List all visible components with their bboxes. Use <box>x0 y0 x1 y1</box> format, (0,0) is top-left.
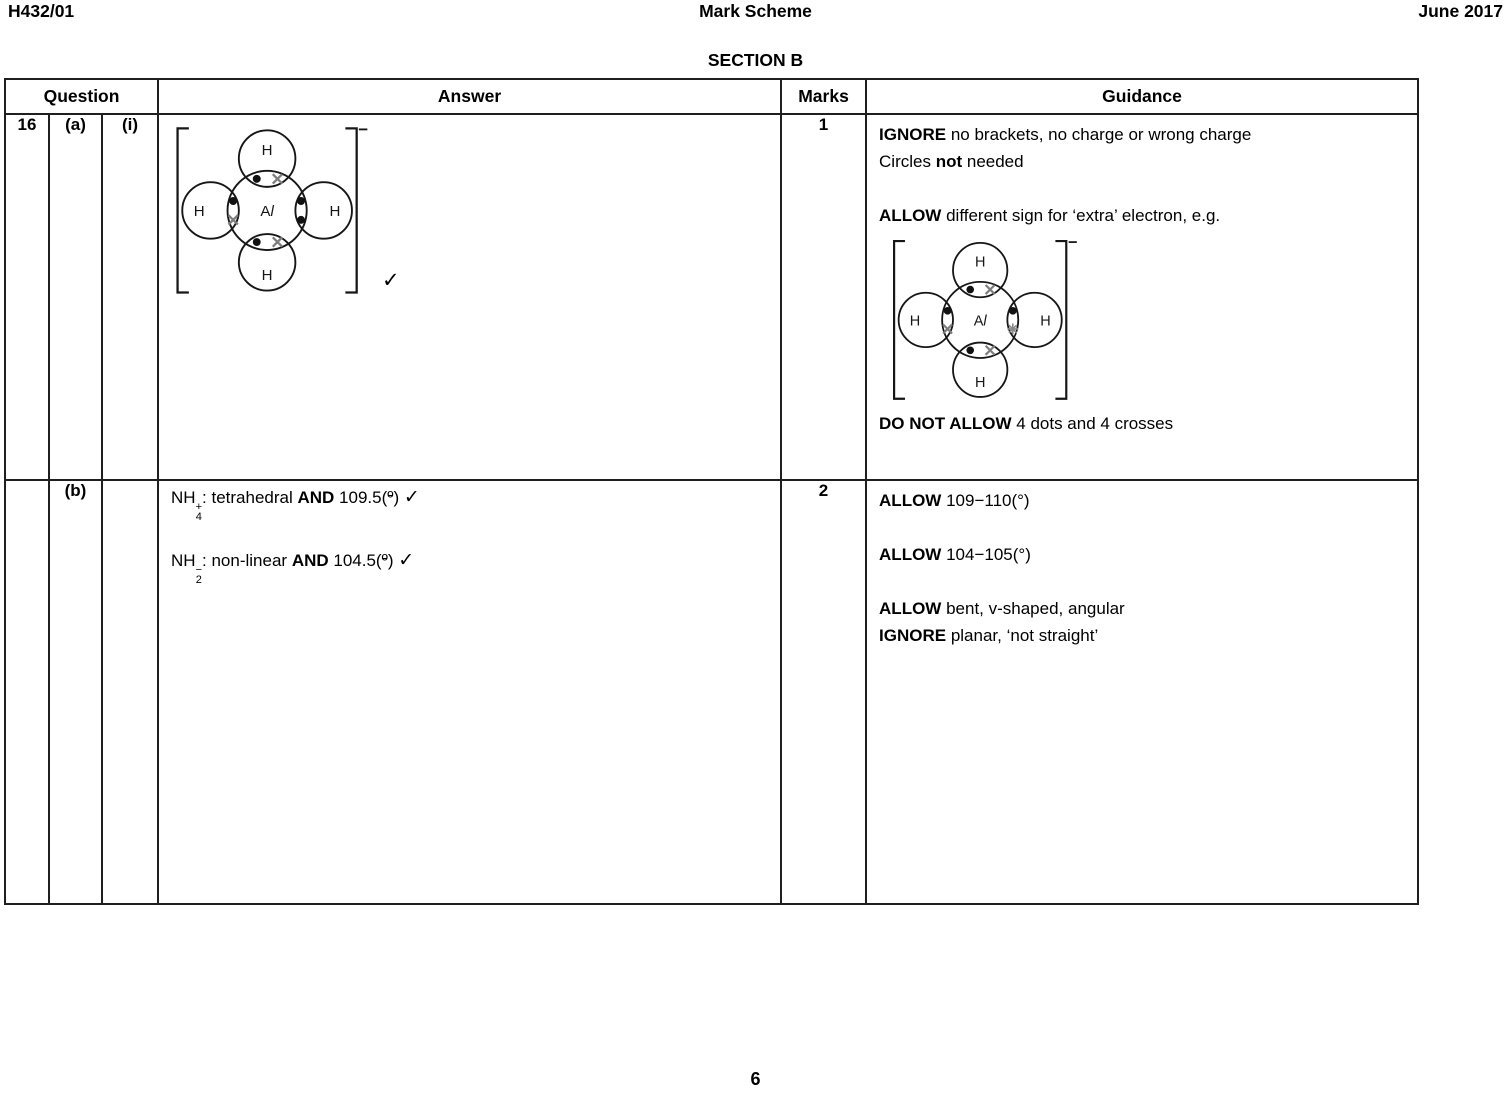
electron-symbols <box>942 284 1019 356</box>
hydrogen-label: H <box>194 203 205 220</box>
doc-title: Mark Scheme <box>699 1 812 21</box>
central-atom-label: Al <box>260 203 274 220</box>
answer-cell: − H H H H Al ✓ <box>157 113 783 481</box>
hydrogen-shell-top <box>952 241 1009 299</box>
hydrogen-shell-left <box>181 181 240 240</box>
electron-dot <box>1009 307 1017 315</box>
question-subpart <box>100 479 160 905</box>
guidance-cell: ALLOW 109−110(°) ALLOW 104−105(°) ALLOW … <box>865 479 1420 905</box>
guidance-line: ALLOW bent, v-shaped, angular <box>879 599 1125 618</box>
hydrogen-shell-right <box>294 181 353 240</box>
left-bracket <box>893 239 905 400</box>
marks-value: 1 <box>780 113 868 481</box>
dot-cross-diagram: − H H H H Al <box>176 120 368 294</box>
electron-dot <box>943 307 952 315</box>
guidance-line: DO NOT ALLOW 4 dots and 4 crosses <box>879 414 1174 433</box>
electron-dot <box>229 197 238 205</box>
question-column-header: Question <box>3 78 160 115</box>
central-atom-label: Al <box>974 313 988 329</box>
right-bracket <box>345 127 358 294</box>
marks-column-header: Marks <box>780 78 868 115</box>
electron-cross <box>272 173 284 185</box>
central-atom-shell <box>941 280 1020 359</box>
document-header: H432/01 Mark Scheme June 2017 <box>8 1 1503 22</box>
spacer <box>879 175 1407 202</box>
charge-symbol: − <box>358 120 368 139</box>
central-atom-shell <box>226 169 308 251</box>
guidance-column-header: Guidance <box>865 78 1420 115</box>
answer-cell: NH+4: tetrahedral AND 109.5(º) ✓ NH−2: n… <box>157 479 783 905</box>
electron-cross <box>942 323 953 335</box>
question-subpart: (i) <box>100 113 160 481</box>
hydrogen-label: H <box>262 267 273 284</box>
question-part: (a) <box>48 113 103 481</box>
hydrogen-label: H <box>262 142 273 159</box>
electron-cross <box>227 214 239 226</box>
mark-scheme-table: Question Answer Marks Guidance 16 (a) (i… <box>3 78 1420 905</box>
doc-date: June 2017 <box>1418 1 1503 21</box>
hydrogen-shell-right <box>1006 291 1063 348</box>
guidance-line: ALLOW 109−110(°) <box>879 491 1030 510</box>
doc-code: H432/01 <box>8 1 75 21</box>
hydrogen-label: H <box>975 254 985 270</box>
guidance-line: IGNORE planar, ‘not straight’ <box>879 626 1099 645</box>
hydrogen-shell-bottom <box>952 341 1009 398</box>
question-number: 16 <box>4 113 50 481</box>
answer-line: NH+4: tetrahedral AND 109.5(º) ✓ <box>171 487 420 523</box>
page-number: 6 <box>750 1069 761 1089</box>
hydrogen-label: H <box>975 375 985 391</box>
electron-dot <box>297 197 306 205</box>
electron-asterisk <box>1007 323 1019 335</box>
electron-dot <box>252 238 261 246</box>
table-header-row: Question Answer Marks Guidance <box>3 78 1420 115</box>
electron-cross <box>984 284 996 295</box>
electron-dot <box>297 215 306 224</box>
electron-dot <box>252 174 261 183</box>
electron-cross <box>984 344 996 356</box>
dot-cross-diagram-alternative: − H H H H Al <box>893 233 1078 400</box>
mark-tick: ✓ <box>382 269 400 292</box>
right-bracket <box>1055 239 1068 400</box>
guidance-line: Circles not needed <box>879 152 1024 171</box>
spacer <box>171 522 772 548</box>
spacer <box>879 514 1407 541</box>
electron-dot <box>966 285 975 294</box>
answer-line: NH−2: non-linear AND 104.5(º) ✓ <box>171 550 415 586</box>
guidance-cell: IGNORE no brackets, no charge or wrong c… <box>865 113 1420 481</box>
charge-symbol: − <box>1068 233 1078 251</box>
hydrogen-shell-bottom <box>237 233 297 292</box>
electron-dot <box>966 346 975 355</box>
guidance-line: IGNORE no brackets, no charge or wrong c… <box>879 125 1252 144</box>
electron-symbols <box>227 173 306 248</box>
hydrogen-shell-top <box>237 129 297 188</box>
question-number <box>4 479 50 905</box>
table-row: 16 (a) (i) − H H <box>4 113 1420 481</box>
hydrogen-label: H <box>1040 313 1050 329</box>
marks-value: 2 <box>780 479 868 905</box>
guidance-line: ALLOW different sign for ‘extra’ electro… <box>879 206 1221 225</box>
question-part: (b) <box>48 479 103 905</box>
electron-cross <box>272 236 284 248</box>
hydrogen-label: H <box>910 313 920 329</box>
hydrogen-shell-left <box>897 291 954 348</box>
spacer <box>879 568 1407 595</box>
hydrogen-label: H <box>330 203 341 220</box>
table-row: (b) NH+4: tetrahedral AND 109.5(º) ✓ NH−… <box>4 479 1420 905</box>
left-bracket <box>176 127 189 294</box>
guidance-line: ALLOW 104−105(°) <box>879 545 1031 564</box>
section-title: SECTION B <box>707 50 804 70</box>
answer-column-header: Answer <box>157 78 783 115</box>
